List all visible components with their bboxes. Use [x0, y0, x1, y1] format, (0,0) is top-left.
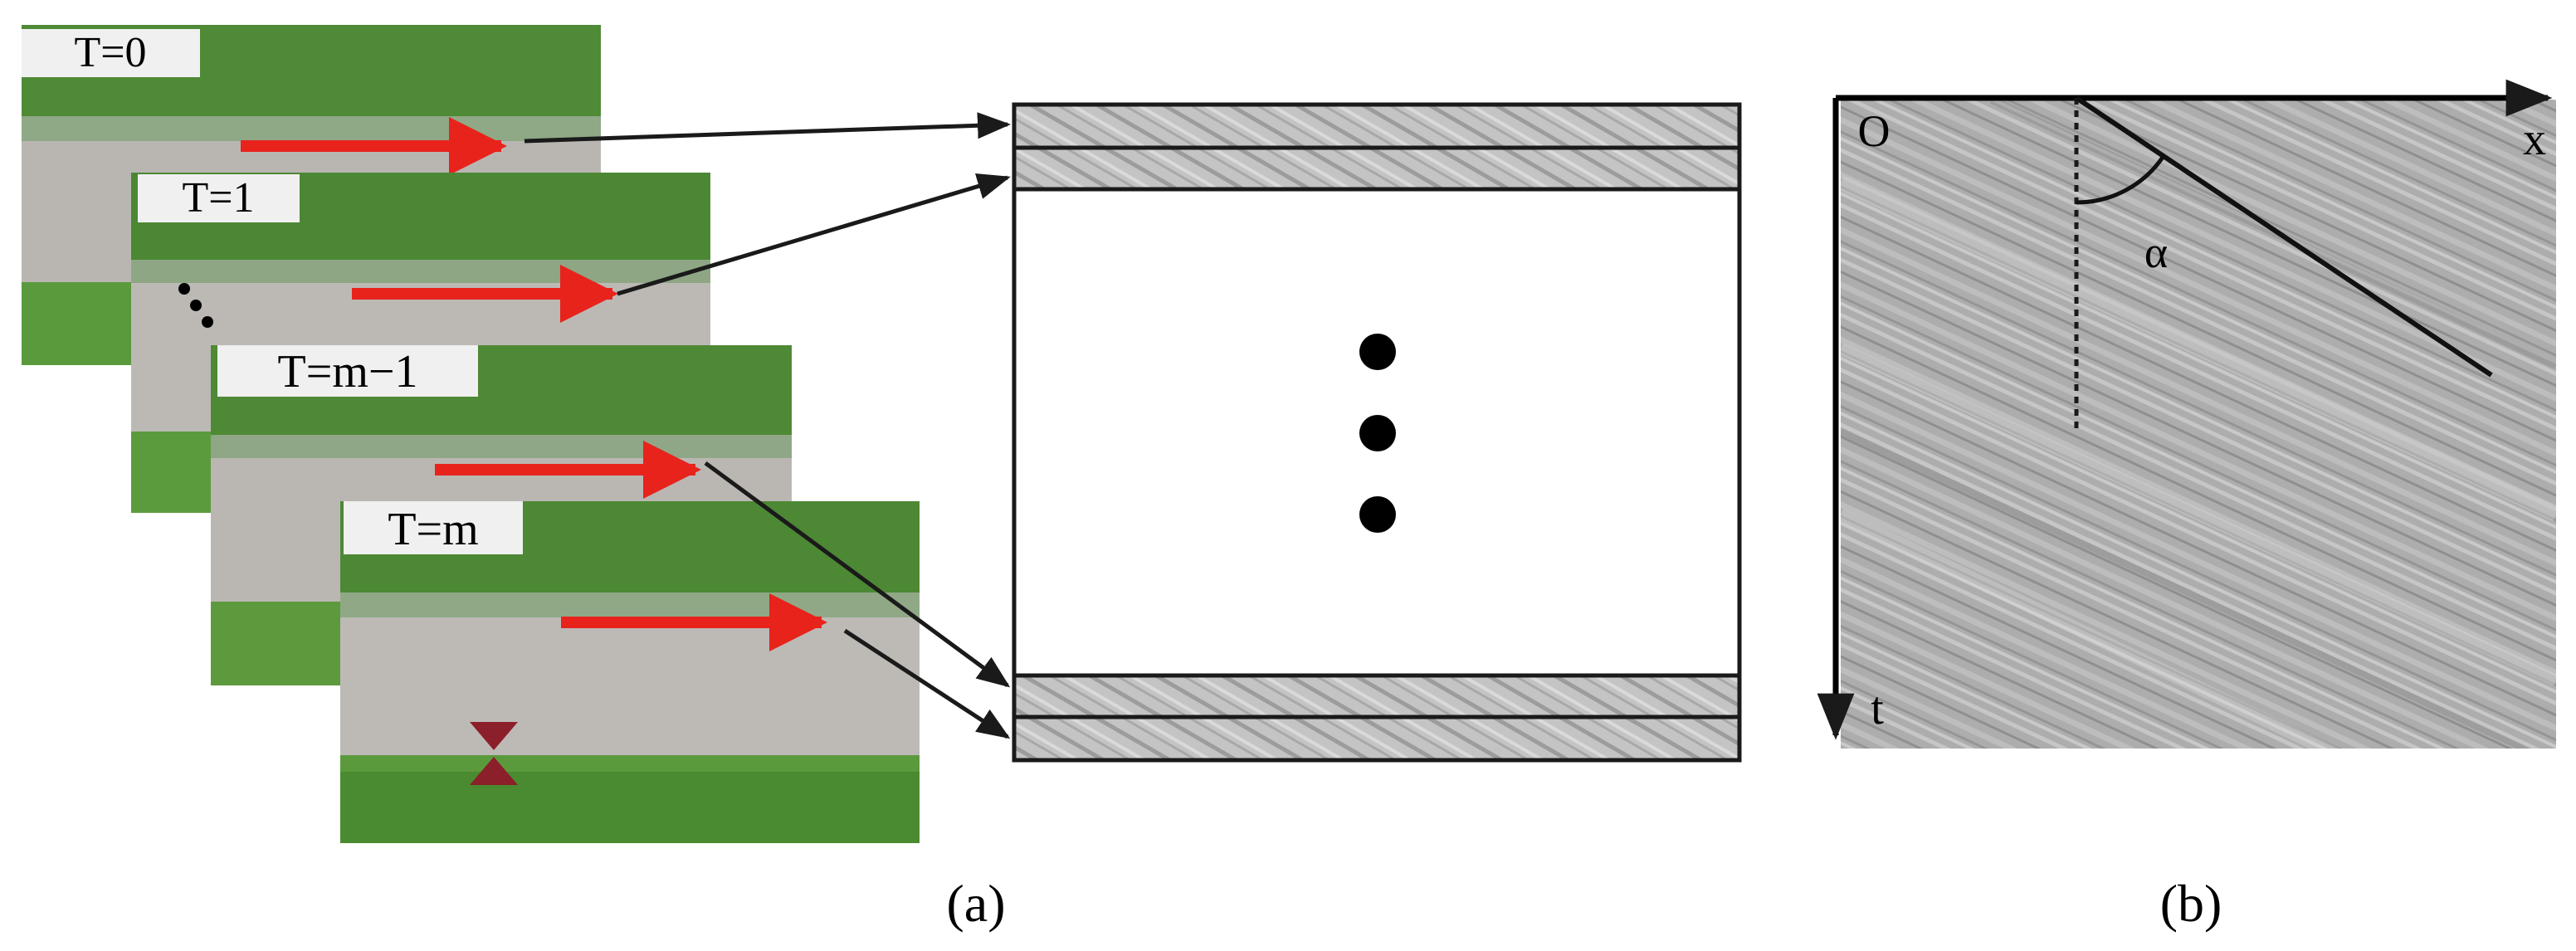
- x-axis-label: x: [2523, 114, 2546, 165]
- panel-b-axes: [1817, 79, 2553, 740]
- frame-tm: T=m: [340, 501, 920, 843]
- band-tm: [1012, 714, 1742, 763]
- connector-arrow-t1: [617, 173, 1011, 296]
- space-time-image-stack: [1012, 102, 1742, 763]
- band-t1: [1012, 145, 1742, 192]
- frame-label-t1: T=1: [182, 174, 254, 222]
- angle-arc: [2076, 154, 2166, 205]
- connector-arrows: [524, 112, 1011, 739]
- frame-label-t0: T=0: [74, 29, 146, 76]
- angle-label: α: [2144, 227, 2168, 277]
- connector-arrow-tm1: [704, 461, 1011, 688]
- frame-label-tm1: T=m−1: [278, 346, 418, 397]
- band-t0: [1012, 102, 1742, 150]
- connector-arrow-tm: [843, 628, 1011, 739]
- vertical-ellipsis-icon: [1359, 334, 1396, 533]
- panel-b-texture: [1841, 100, 2556, 749]
- caption-b: (b): [2160, 874, 2222, 933]
- t-axis-label: t: [1871, 683, 1884, 734]
- band-tm1: [1012, 673, 1742, 719]
- caption-a: (a): [946, 874, 1005, 933]
- frame-stack: T=0 T=1 T=m−1: [22, 25, 920, 843]
- frame-label-tm: T=m: [388, 504, 478, 555]
- connector-arrow-t0: [524, 112, 1011, 144]
- streak-direction-line: [2075, 95, 2493, 378]
- origin-label: O: [1858, 106, 1891, 156]
- hourglass-marker-icon: [470, 722, 518, 785]
- ellipsis-dots-icon: [178, 283, 213, 328]
